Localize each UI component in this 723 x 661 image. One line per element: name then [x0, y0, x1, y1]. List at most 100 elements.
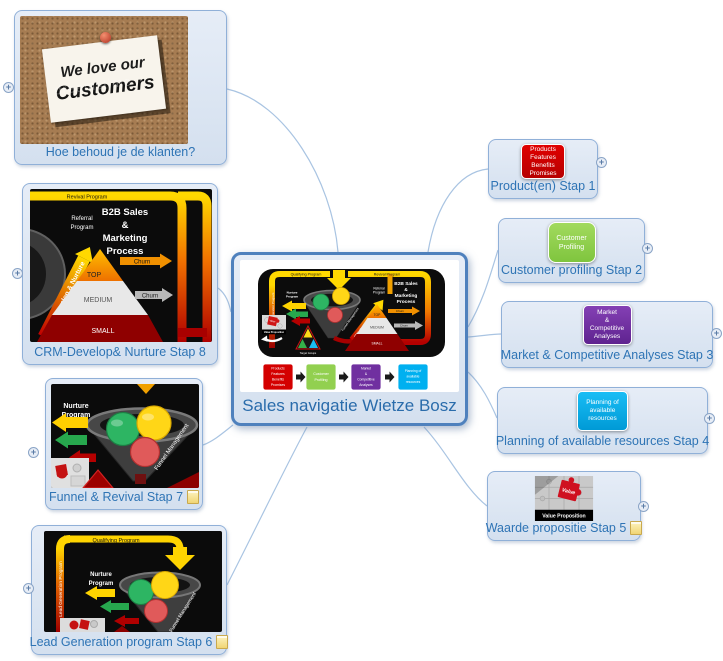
crm-pipes — [30, 191, 212, 342]
note-icon[interactable] — [216, 635, 229, 649]
value-proposition-image: Value Value Proposition — [534, 476, 594, 521]
svg-text:TOP: TOP — [87, 272, 102, 279]
svg-text:Marketing: Marketing — [395, 293, 418, 299]
expand-icon-funnel-revival[interactable]: + — [28, 447, 39, 458]
svg-text:Program: Program — [89, 581, 114, 587]
pipe-arrow-fragment — [137, 384, 155, 394]
product-icon-image: Products Features Benefits Promises — [521, 144, 565, 179]
leadgen-pipes — [56, 535, 195, 632]
expand-icon-value-proposition[interactable]: + — [638, 501, 649, 512]
svg-text:Churn: Churn — [396, 309, 405, 313]
svg-text:Products: Products — [271, 367, 285, 371]
svg-text:Churn: Churn — [134, 260, 150, 266]
planning-resources-icon-image: Planning of available resources — [577, 391, 628, 431]
funnel-fragment-inner — [30, 245, 46, 303]
topic-market-analyses-label: Market & Competitive Analyses Stap 3 — [500, 348, 714, 362]
svg-text:Target Groups: Target Groups — [300, 351, 317, 355]
topic-crm-nurture-label: CRM-Develop& Nurture Stap 8 — [34, 345, 206, 359]
svg-text:available: available — [406, 375, 419, 379]
program-arrows — [85, 586, 139, 627]
caption-bar — [534, 509, 594, 521]
svg-text:Analyses: Analyses — [359, 383, 373, 387]
topic-funnel-revival-label: Funnel & Revival Stap 7 — [47, 490, 201, 504]
svg-text:B2B Sales: B2B Sales — [394, 281, 418, 287]
expand-icon-planning-resources[interactable]: + — [704, 413, 715, 424]
topic-crm-nurture[interactable]: Revival Program Referral Program B2B Sal… — [22, 183, 218, 365]
note-paper: We love our Customers — [41, 35, 167, 123]
photo-fragments — [60, 618, 130, 632]
svg-text:resources: resources — [406, 380, 421, 384]
leadgen-diagram-image: Qualifying Program Lead Generation Progr… — [44, 531, 222, 632]
photo-fragments — [51, 458, 199, 488]
topic-planning-resources[interactable]: Planning of available resources Planning… — [496, 387, 709, 454]
svg-text:Benefits: Benefits — [272, 378, 285, 382]
market-analyses-icon-image: Market & Competitive Analyses — [582, 305, 632, 345]
churn-arrows: Churn Churn — [120, 253, 173, 302]
topic-customers-label: Hoe behoud je de klanten? — [45, 145, 196, 159]
svg-text:Promises: Promises — [271, 383, 285, 387]
expand-icon-customer-profiling[interactable]: + — [642, 243, 653, 254]
svg-text:Program: Program — [62, 412, 91, 419]
svg-text:Program: Program — [70, 225, 93, 231]
program-arrows — [52, 413, 96, 465]
topic-lead-generation[interactable]: Qualifying Program Lead Generation Progr… — [30, 525, 229, 655]
svg-text:&: & — [365, 372, 368, 376]
expand-icon-customers[interactable]: + — [3, 82, 14, 93]
svg-text:MEDIUM: MEDIUM — [370, 326, 384, 330]
svg-text:Value: Value — [269, 319, 276, 323]
expand-icon-lead-generation[interactable]: + — [23, 583, 34, 594]
topic-customer-profiling[interactable]: Customer Profiling Customer profiling St… — [498, 218, 645, 283]
topic-product[interactable]: Products Features Benefits Promises Prod… — [488, 139, 598, 199]
topic-market-analyses[interactable]: Market & Competitive Analyses Market & C… — [501, 301, 713, 368]
svg-text:Program: Program — [286, 295, 299, 299]
svg-text:Referral: Referral — [373, 287, 385, 291]
topic-value-proposition[interactable]: Value Value Proposition Waarde propositi… — [486, 471, 643, 541]
svg-text:Lead Generation Program: Lead Generation Program — [271, 292, 275, 327]
svg-text:TOP: TOP — [374, 313, 382, 317]
value-puzzle-piece: Value — [557, 477, 582, 502]
svg-text:Revival Program: Revival Program — [67, 195, 108, 201]
svg-text:Value Proposition: Value Proposition — [264, 331, 285, 334]
expand-icon-crm-nurture[interactable]: + — [12, 268, 23, 279]
topic-product-label: Product(en) Stap 1 — [490, 179, 596, 193]
expand-icon-market-analyses[interactable]: + — [711, 328, 722, 339]
svg-text:Process: Process — [107, 246, 144, 257]
expand-icon-product[interactable]: + — [596, 157, 607, 168]
svg-text:Churn: Churn — [400, 324, 409, 328]
svg-text:Customer: Customer — [313, 372, 329, 376]
photo-shadow — [534, 476, 559, 495]
svg-text:SMALL: SMALL — [371, 342, 382, 346]
customers-photo-image: We love our Customers dreamstime — [20, 16, 188, 144]
topic-customers[interactable]: We love our Customers dreamstime Hoe beh… — [14, 10, 227, 165]
icon-text-line: Customer — [556, 234, 587, 242]
icon-text-line: resources — [588, 415, 617, 422]
icon-text-line: Promises — [529, 169, 557, 177]
target-groups: Target Groups — [295, 324, 321, 355]
note-icon[interactable] — [630, 521, 643, 535]
customer-profiling-icon-image: Customer Profiling — [547, 222, 596, 263]
icon-text-line: Profiling — [558, 243, 585, 251]
b2b-title: B2B Sales & Marketing Process — [102, 207, 148, 257]
svg-text:&: & — [404, 287, 408, 293]
pipes — [269, 270, 431, 348]
svg-text:Features: Features — [271, 372, 285, 376]
funnel-diagram-image: Nurture Program Funnel Management — [51, 384, 199, 488]
note-icon[interactable] — [187, 490, 200, 504]
svg-text:Planning of: Planning of — [405, 369, 422, 373]
program-arrows — [282, 300, 310, 326]
svg-text:SMALL: SMALL — [92, 328, 115, 335]
process-steps: Products Features Benefits Promises Cust… — [262, 363, 429, 391]
icon-text-line: Analyses — [593, 333, 621, 340]
crm-diagram-image: Revival Program Referral Program B2B Sal… — [30, 189, 212, 342]
icon-text-line: Planning of — [586, 399, 619, 406]
topic-funnel-revival[interactable]: Nurture Program Funnel Management — [45, 378, 203, 510]
svg-text:Competitive: Competitive — [357, 378, 375, 382]
funnel: Funnel Management — [85, 405, 199, 482]
svg-text:Value: Value — [561, 487, 576, 496]
svg-text:Lead Generation Program: Lead Generation Program — [58, 561, 64, 616]
svg-text:Churn: Churn — [142, 294, 158, 300]
topic-central[interactable]: Qualifying Program Revival Program Lead … — [231, 252, 468, 426]
icon-text-line: available — [589, 407, 616, 414]
svg-text:Revival Program: Revival Program — [374, 273, 401, 277]
